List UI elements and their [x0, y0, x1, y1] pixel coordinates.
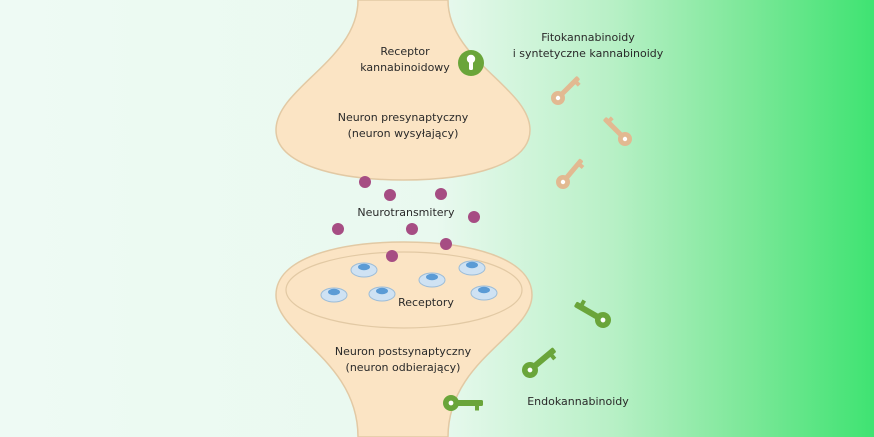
key-icon: [443, 395, 483, 411]
receptors: [320, 260, 498, 303]
presynaptic-label-line2: (neuron wysyłający): [347, 127, 459, 140]
neurotransmitter-dot: [386, 250, 398, 262]
receptor-icon: [320, 287, 348, 303]
neurotransmitters: [332, 176, 480, 262]
neurotransmitter-dot: [332, 223, 344, 235]
postsynaptic-label: Neuron postsynaptyczny (neuron odbierają…: [323, 344, 483, 376]
key-icon: [551, 76, 581, 105]
presynaptic-neuron: [275, 0, 531, 181]
presynaptic-label-line1: Neuron presynaptyczny: [337, 111, 469, 124]
neurotransmitter-dot: [440, 238, 452, 250]
phyto-label: Fitokannabinoidy i syntetyczne kannabino…: [508, 30, 668, 62]
neurotransmitter-dot: [359, 176, 371, 188]
neurotransmitter-dot: [384, 189, 396, 201]
phytocannabinoid-keys: [551, 76, 632, 189]
receptor-icon: [350, 262, 378, 278]
receptor-icon: [470, 285, 498, 301]
receptor-icon: [368, 286, 396, 302]
receptor-cb-label: Receptor kannabinoidowy: [350, 44, 460, 76]
endocannabinoid-keys: [443, 299, 611, 411]
postsynaptic-label-line2: (neuron odbierający): [345, 361, 461, 374]
neurotransmitter-dot: [406, 223, 418, 235]
neurotransmitter-dot: [435, 188, 447, 200]
postsynaptic-membrane: [285, 251, 523, 329]
key-icon: [522, 347, 557, 378]
postsynaptic-label-line1: Neuron postsynaptyczny: [334, 345, 472, 358]
phyto-label-line1: Fitokannabinoidy: [541, 31, 635, 44]
postsynaptic-neuron: [275, 241, 533, 437]
key-icon: [603, 116, 632, 146]
presynaptic-label: Neuron presynaptyczny (neuron wysyłający…: [323, 110, 483, 142]
receptor-cb-label-line1: Receptor: [380, 45, 430, 58]
receptors-label: Receptory: [398, 296, 454, 309]
neurotransmitters-label: Neurotransmitery: [357, 206, 455, 219]
receptor-icon: [418, 272, 446, 288]
neurotransmitter-dot: [468, 211, 480, 223]
keyhole-lock-icon: [458, 50, 484, 76]
receptor-cb-label-line2: kannabinoidowy: [360, 61, 450, 74]
endo-label: Endokannabinoidy: [527, 395, 629, 408]
receptor-icon: [458, 260, 486, 276]
phyto-label-line2: i syntetyczne kannabinoidy: [512, 47, 664, 60]
key-icon: [574, 299, 611, 328]
key-icon: [556, 158, 585, 189]
